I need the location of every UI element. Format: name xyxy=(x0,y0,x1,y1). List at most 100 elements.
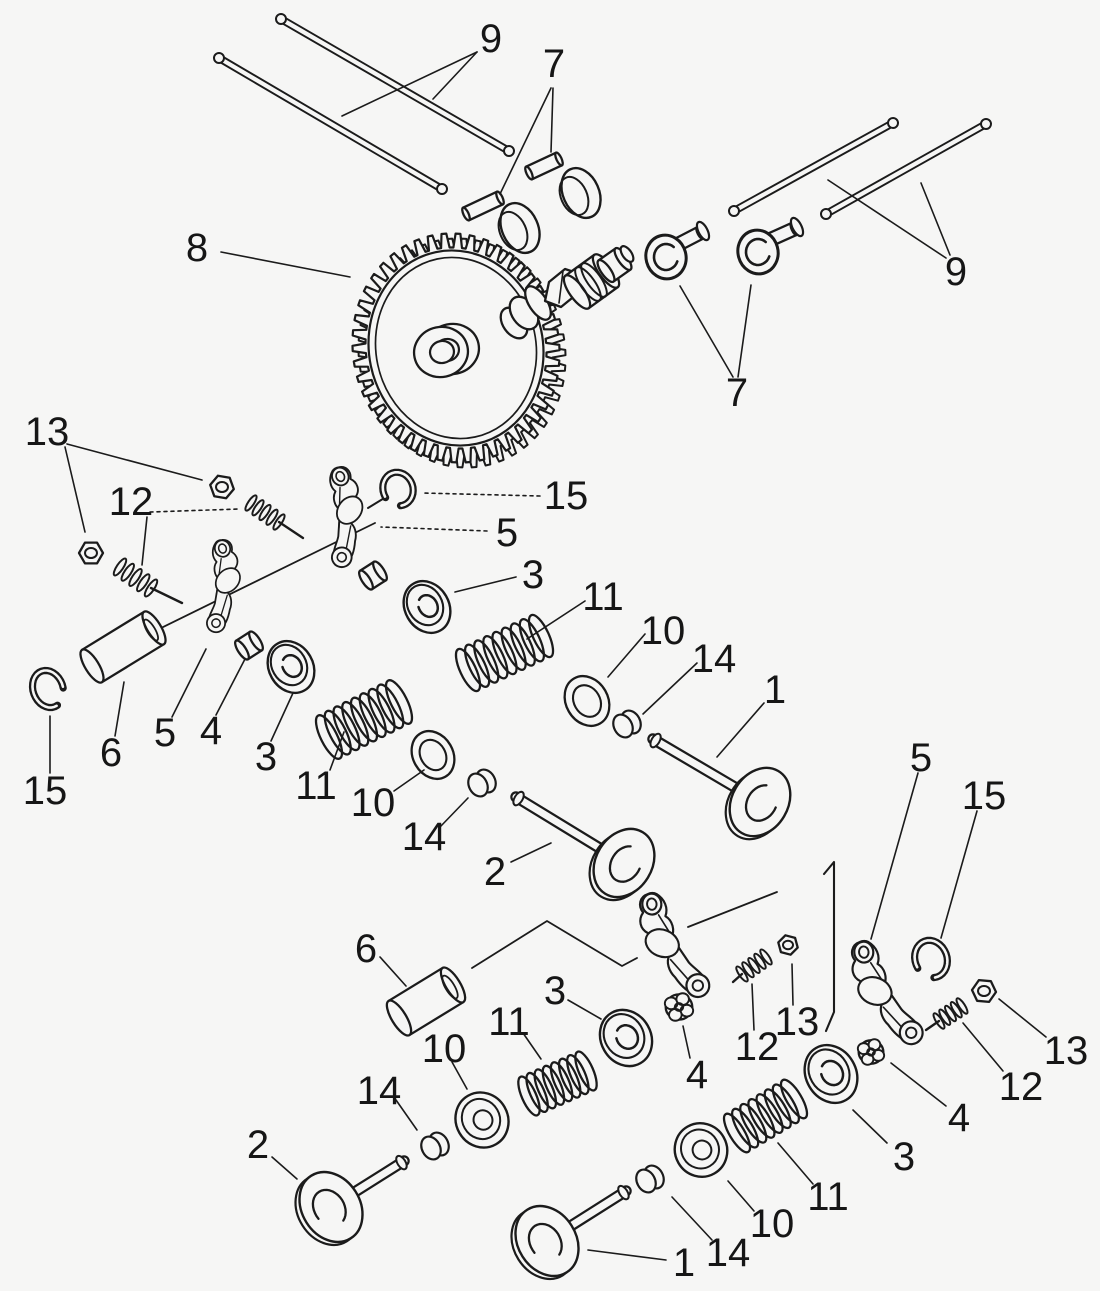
callout-label: 5 xyxy=(910,736,932,780)
callout-label: 13 xyxy=(1044,1029,1089,1073)
leader-line xyxy=(920,182,951,256)
leader-line xyxy=(341,51,478,117)
callout-label: 15 xyxy=(23,769,68,813)
callout-label: 8 xyxy=(186,226,208,270)
leader-line xyxy=(114,681,125,737)
callout-label: 14 xyxy=(706,1231,751,1275)
leader-line xyxy=(727,1180,755,1212)
callout-label: 3 xyxy=(544,969,566,1013)
callout-9-push-rods-right: 9 xyxy=(827,179,967,294)
callout-label: 12 xyxy=(735,1025,780,1069)
callout-label: 5 xyxy=(496,511,518,555)
callout-15-snap-ring-upper: 15 xyxy=(421,474,588,518)
callout-label: 7 xyxy=(543,42,565,86)
leader-line xyxy=(171,648,207,718)
leader-line xyxy=(522,1032,542,1060)
rocker-arm xyxy=(850,939,924,1046)
leader-line xyxy=(379,956,407,987)
leader-line xyxy=(149,508,240,513)
callout-6-rocker-shaft-left: 6 xyxy=(100,681,125,775)
leader-line xyxy=(998,998,1047,1038)
leader-line xyxy=(526,600,586,640)
callout-1-valve-upper: 1 xyxy=(716,668,786,758)
callout-8-camshaft-gear: 8 xyxy=(186,226,351,278)
callout-label: 13 xyxy=(25,410,70,454)
leader-line xyxy=(270,692,294,742)
callout-14-valve-keeper-upper: 14 xyxy=(642,637,736,715)
leader-line xyxy=(791,963,794,1006)
callout-label: 4 xyxy=(948,1096,970,1140)
leader-line xyxy=(454,576,517,593)
callout-label: 10 xyxy=(351,781,396,825)
callout-10-valve-seal-bottom-left: 10 xyxy=(422,1027,468,1090)
callout-label: 11 xyxy=(295,764,337,808)
leader-line xyxy=(777,1142,814,1185)
leader-line xyxy=(395,1099,418,1131)
callout-10-valve-seal-bottom-right: 10 xyxy=(727,1180,794,1246)
leader-line xyxy=(587,1249,667,1261)
callout-label: 9 xyxy=(480,17,502,61)
callout-5-rocker-arm-upper: 5 xyxy=(380,511,518,555)
callout-label: 11 xyxy=(582,575,624,619)
callout-label: 10 xyxy=(641,609,686,653)
callout-3-spring-retainer-left: 3 xyxy=(255,692,294,779)
callout-1-valve-bottom-right: 1 xyxy=(587,1241,695,1285)
leader-line xyxy=(962,1022,1004,1072)
callout-13-lock-nut-right: 13 xyxy=(998,998,1089,1073)
callout-4-pivot-left: 4 xyxy=(200,658,246,753)
callout-10-valve-seal-upper: 10 xyxy=(607,609,686,678)
callout-7-tappets-left: 7 xyxy=(499,42,565,195)
callout-5-rocker-arm-right: 5 xyxy=(870,736,932,940)
callout-label: 2 xyxy=(247,1123,269,1167)
rocker-cluster-upper-left xyxy=(28,466,792,902)
callout-label: 12 xyxy=(109,480,154,524)
leader-line xyxy=(451,1061,468,1090)
callout-2-valve-mid: 2 xyxy=(484,842,552,894)
rocker-arm xyxy=(329,466,364,569)
leader-line xyxy=(940,810,978,939)
leader-line xyxy=(737,284,752,378)
leader-line xyxy=(421,492,541,497)
callout-9-push-rods-left: 9 xyxy=(341,17,502,117)
callout-label: 15 xyxy=(962,774,1007,818)
leader-line xyxy=(642,662,698,715)
leader-line xyxy=(380,526,488,532)
leader-line xyxy=(499,87,552,195)
callout-label: 1 xyxy=(764,668,786,712)
valve-tappets xyxy=(461,151,805,281)
callout-label: 14 xyxy=(402,815,447,859)
callout-14-valve-keeper-bottom-left: 14 xyxy=(357,1069,418,1131)
callout-12-adjusting-screw-right: 12 xyxy=(962,1022,1043,1109)
leader-line xyxy=(439,797,469,828)
leader-line xyxy=(550,87,554,153)
callout-label: 9 xyxy=(945,250,967,294)
callout-12-adjusting-screws-left: 12 xyxy=(109,480,240,566)
callout-label: 3 xyxy=(522,553,544,597)
callout-label: 3 xyxy=(893,1135,915,1179)
callout-label: 4 xyxy=(200,709,222,753)
leader-line xyxy=(432,51,478,100)
callout-12-adjusting-screw-center: 12 xyxy=(735,983,780,1069)
rocker-arm xyxy=(206,539,241,634)
leader-line xyxy=(607,633,646,678)
camshaft xyxy=(499,245,635,340)
callout-11-valve-spring-bottom-right: 11 xyxy=(777,1142,849,1219)
callout-4-pivot-center: 4 xyxy=(682,1025,708,1097)
callout-15-snap-ring-right: 15 xyxy=(940,774,1007,939)
leader-line xyxy=(679,285,734,378)
callout-label: 4 xyxy=(686,1053,708,1097)
callout-label: 2 xyxy=(484,850,506,894)
callout-label: 10 xyxy=(422,1027,467,1071)
callout-3-spring-retainer-bottom-left: 3 xyxy=(544,969,602,1020)
leader-line xyxy=(671,1196,713,1241)
callout-6-rocker-shaft-bottom: 6 xyxy=(355,927,407,987)
callout-4-pivot-right: 4 xyxy=(890,1062,970,1140)
construction-lines xyxy=(99,496,836,1033)
callout-label: 3 xyxy=(255,735,277,779)
callout-label: 11 xyxy=(807,1175,849,1219)
leader-line xyxy=(567,999,602,1020)
callout-label: 6 xyxy=(355,927,377,971)
callout-14-valve-keeper-left: 14 xyxy=(402,797,469,859)
